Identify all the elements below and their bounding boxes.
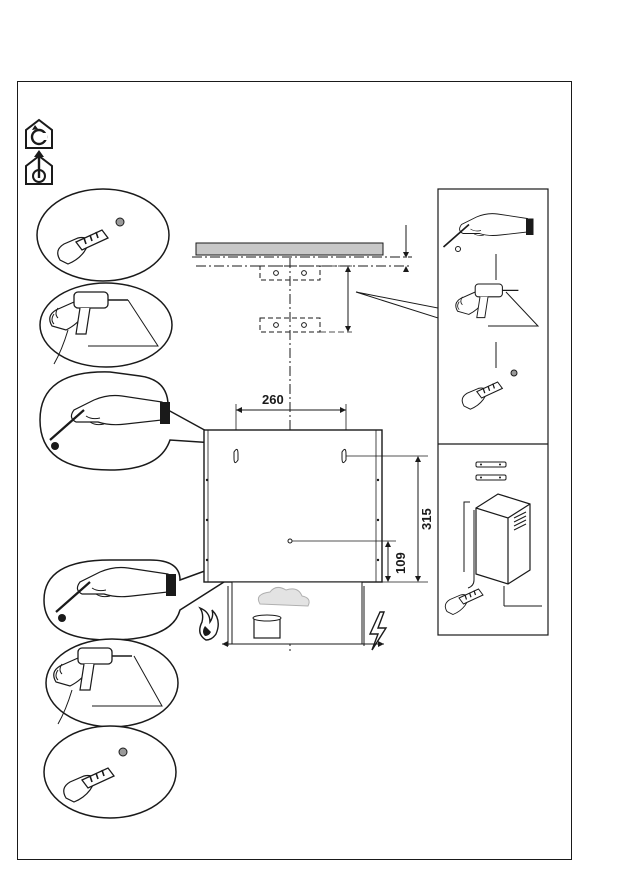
dimension-width-label: 260 — [262, 392, 284, 407]
dimension-height-total-label: 315 — [419, 508, 434, 530]
mark-pencil-bubble-top — [40, 372, 230, 470]
flame-icon — [200, 608, 219, 640]
recirculation-mode-icon — [26, 120, 52, 148]
hood-panel — [204, 430, 382, 582]
dimension-height-center-label: 109 — [393, 552, 408, 574]
hood-canopy — [222, 582, 384, 647]
plug-insert-bubble-top — [37, 189, 169, 281]
plug-insert-bubble-bottom — [44, 726, 176, 818]
extraction-mode-icon — [26, 150, 52, 184]
drill-bubble-top — [40, 283, 172, 367]
ceiling — [192, 225, 412, 272]
drill-bubble-bottom — [46, 639, 178, 727]
